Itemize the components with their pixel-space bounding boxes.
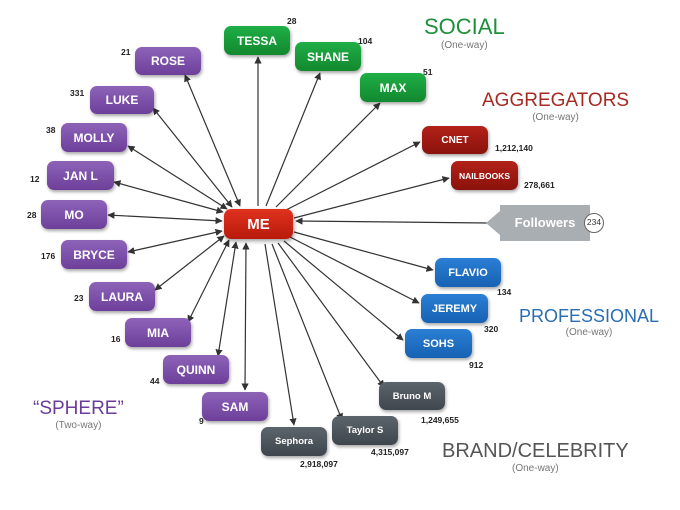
arrow-janl <box>113 180 224 214</box>
count-shane: 104 <box>358 36 373 46</box>
node-taylors[interactable]: Taylor S <box>332 416 398 445</box>
node-mia[interactable]: MIA <box>125 318 191 347</box>
arrow-mo <box>107 211 223 225</box>
category-aggregators-subtitle: (One-way) <box>532 112 579 123</box>
followers-arrow-shape <box>486 205 590 241</box>
arrow-followers <box>295 217 489 225</box>
arrow-mia <box>187 239 230 323</box>
count-nailbooks: 278,661 <box>524 180 555 190</box>
category-aggregators: AGGREGATORS (One-way) <box>482 90 629 123</box>
arrow-brunom <box>277 242 385 388</box>
node-mo[interactable]: MO <box>41 200 107 229</box>
count-sam: 9 <box>199 416 204 426</box>
count-jeremy: 320 <box>484 324 499 334</box>
node-luke[interactable]: LUKE <box>90 86 154 114</box>
arrow-max <box>275 102 381 208</box>
node-cnet[interactable]: CNET <box>422 126 488 154</box>
arrow-sam <box>241 242 250 391</box>
followers-label: Followers <box>514 215 576 230</box>
arrow-nailbooks <box>293 176 450 219</box>
category-sphere: “SPHERE” (Two-way) <box>33 398 124 431</box>
node-sephora[interactable]: Sephora <box>261 427 327 456</box>
node-tessa[interactable]: TESSA <box>224 26 290 55</box>
category-social: SOCIAL (One-way) <box>424 14 505 51</box>
followers-count-badge: 234 <box>584 213 604 233</box>
category-brand-subtitle: (One-way) <box>512 463 559 474</box>
followers-node[interactable]: Followers 234 <box>486 205 604 241</box>
count-janl: 12 <box>30 174 40 184</box>
center-node-me[interactable]: ME <box>224 209 293 239</box>
count-max: 51 <box>423 67 433 77</box>
node-brunom[interactable]: Bruno M <box>379 382 445 410</box>
node-shane[interactable]: SHANE <box>295 42 361 71</box>
count-cnet: 1,212,140 <box>495 143 533 153</box>
count-molly: 38 <box>46 125 56 135</box>
arrow-cnet <box>285 141 421 211</box>
count-taylors: 4,315,097 <box>371 447 409 457</box>
count-sohs: 912 <box>469 360 484 370</box>
category-aggregators-title: AGGREGATORS <box>482 90 630 111</box>
count-sephora: 2,918,097 <box>300 459 338 469</box>
category-sphere-title: “SPHERE” <box>33 398 124 419</box>
node-sam[interactable]: SAM <box>202 392 268 421</box>
node-laura[interactable]: LAURA <box>89 282 155 311</box>
count-tessa: 28 <box>287 16 297 26</box>
node-molly[interactable]: MOLLY <box>61 123 127 152</box>
node-bryce[interactable]: BRYCE <box>61 240 127 269</box>
count-luke: 331 <box>70 88 85 98</box>
category-social-title: SOCIAL <box>424 14 505 39</box>
category-brand: BRAND/CELEBRITY (One-way) <box>442 440 629 474</box>
arrow-taylors <box>271 243 343 421</box>
category-professional-subtitle: (One-way) <box>565 327 613 338</box>
count-quinn: 44 <box>150 376 160 386</box>
count-mo: 28 <box>27 210 37 220</box>
category-brand-title: BRAND/CELEBRITY <box>442 440 629 462</box>
count-laura: 23 <box>74 293 84 303</box>
arrow-sohs <box>283 240 404 341</box>
category-professional-title: PROFESSIONAL <box>519 306 660 326</box>
node-sohs[interactable]: SOHS <box>405 329 472 358</box>
arrow-sephora <box>264 243 297 426</box>
arrow-quinn <box>215 241 239 357</box>
node-rose[interactable]: ROSE <box>135 47 201 75</box>
arrow-shane <box>265 72 321 207</box>
node-flavio[interactable]: FLAVIO <box>435 258 501 287</box>
arrow-jeremy <box>289 236 420 304</box>
count-brunom: 1,249,655 <box>421 415 459 425</box>
node-jeremy[interactable]: JEREMY <box>421 294 488 323</box>
count-rose: 21 <box>121 47 131 57</box>
arrow-flavio <box>293 231 434 272</box>
node-janl[interactable]: JAN L <box>47 161 114 190</box>
count-flavio: 134 <box>497 287 512 297</box>
arrow-rose <box>184 74 241 207</box>
node-quinn[interactable]: QUINN <box>163 355 229 384</box>
node-max[interactable]: MAX <box>360 73 426 102</box>
count-mia: 16 <box>111 334 121 344</box>
category-social-subtitle: (One-way) <box>441 40 488 51</box>
category-professional: PROFESSIONAL (One-way) <box>519 306 659 338</box>
category-sphere-subtitle: (Two-way) <box>55 420 102 431</box>
node-nailbooks[interactable]: NAILBOOKS <box>451 161 518 190</box>
count-bryce: 176 <box>41 251 56 261</box>
